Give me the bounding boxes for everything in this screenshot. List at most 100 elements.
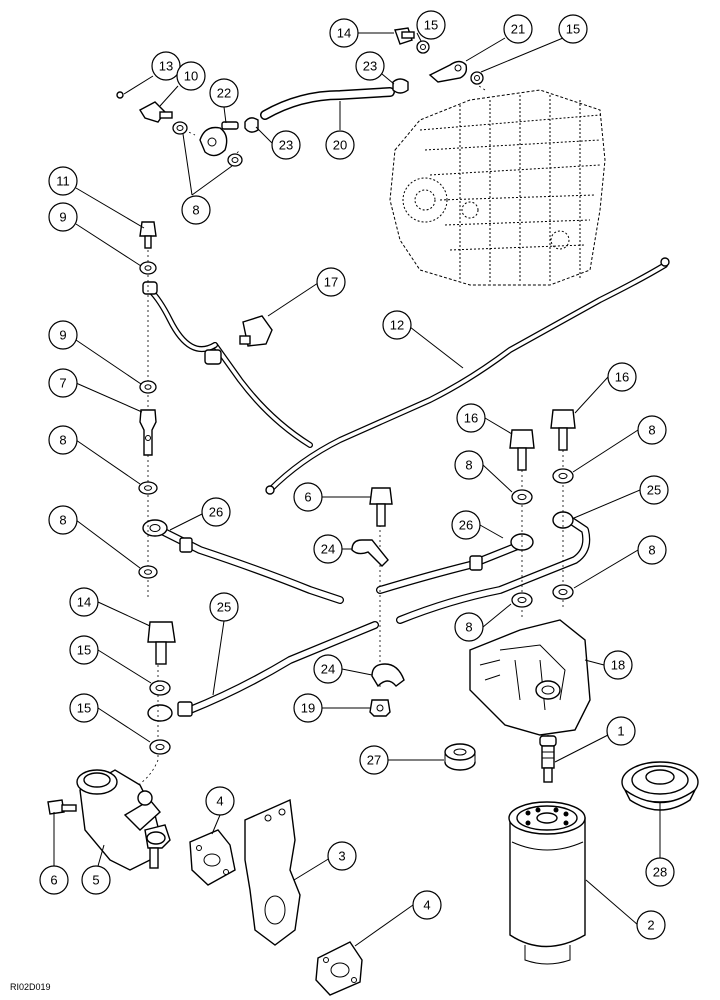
callout-25: 25 — [639, 475, 669, 505]
callout-16: 16 — [456, 403, 486, 433]
fuel-hoses — [142, 511, 591, 722]
callout-9: 9 — [48, 320, 78, 350]
callout-8: 8 — [637, 535, 667, 565]
callout-8: 8 — [48, 425, 78, 455]
clamp-hardware — [351, 487, 405, 717]
svg-text:19: 19 — [301, 701, 315, 716]
callout-20: 20 — [325, 130, 355, 160]
spacer-27 — [444, 743, 476, 771]
svg-text:23: 23 — [279, 138, 293, 153]
svg-text:15: 15 — [566, 22, 580, 37]
callout-15: 15 — [416, 10, 446, 40]
callout-24: 24 — [313, 534, 343, 564]
callout-8: 8 — [454, 450, 484, 480]
callout-7: 7 — [48, 368, 78, 398]
callout-15: 15 — [69, 635, 99, 665]
svg-text:15: 15 — [77, 643, 91, 658]
svg-text:9: 9 — [59, 210, 66, 225]
callout-8: 8 — [454, 612, 484, 642]
sensor-17 — [239, 315, 273, 347]
svg-text:28: 28 — [653, 865, 667, 880]
svg-text:6: 6 — [50, 873, 57, 888]
svg-text:9: 9 — [59, 328, 66, 343]
callout-25: 25 — [209, 592, 239, 622]
callout-26: 26 — [451, 510, 481, 540]
svg-text:8: 8 — [465, 620, 472, 635]
svg-text:14: 14 — [337, 26, 351, 41]
callout-19: 19 — [293, 693, 323, 723]
filter-bowl-28 — [621, 761, 699, 811]
svg-text:20: 20 — [333, 138, 347, 153]
callout-14: 14 — [69, 587, 99, 617]
svg-text:8: 8 — [59, 513, 66, 528]
svg-text:8: 8 — [648, 423, 655, 438]
svg-text:16: 16 — [464, 411, 478, 426]
callout-6: 6 — [39, 865, 69, 895]
callout-1: 1 — [606, 716, 636, 746]
return-hose — [260, 87, 395, 120]
svg-text:3: 3 — [338, 849, 345, 864]
callout-4: 4 — [205, 786, 235, 816]
svg-text:8: 8 — [648, 543, 655, 558]
callout-26: 26 — [201, 497, 231, 527]
svg-text:26: 26 — [209, 505, 223, 520]
svg-text:27: 27 — [367, 753, 381, 768]
callout-24: 24 — [313, 654, 343, 684]
callout-16: 16 — [607, 362, 637, 392]
callout-12: 12 — [382, 310, 412, 340]
callout-15: 15 — [558, 14, 588, 44]
svg-text:7: 7 — [59, 376, 66, 391]
callout-8: 8 — [637, 415, 667, 445]
callout-4: 4 — [412, 890, 442, 920]
callout-23: 23 — [355, 51, 385, 81]
svg-text:8: 8 — [192, 203, 199, 218]
callout-8: 8 — [48, 505, 78, 535]
svg-text:4: 4 — [423, 898, 430, 913]
fuel-leak-off-line — [142, 257, 670, 495]
callout-15: 15 — [69, 693, 99, 723]
svg-text:14: 14 — [77, 595, 91, 610]
svg-text:24: 24 — [321, 542, 335, 557]
svg-text:26: 26 — [459, 518, 473, 533]
svg-text:12: 12 — [390, 318, 404, 333]
drain-valve — [539, 735, 557, 783]
callout-22: 22 — [209, 78, 239, 108]
svg-text:1: 1 — [617, 724, 624, 739]
callout-9: 9 — [48, 202, 78, 232]
callout-2: 2 — [636, 910, 666, 940]
svg-text:6: 6 — [304, 490, 311, 505]
svg-text:21: 21 — [511, 22, 525, 37]
callout-17: 17 — [316, 267, 346, 297]
left-banjo-stack — [138, 221, 158, 579]
callout-8: 8 — [181, 195, 211, 225]
right-banjo-stacks — [509, 409, 576, 608]
svg-text:4: 4 — [216, 794, 223, 809]
reference-code: RI02D019 — [10, 982, 51, 992]
svg-text:18: 18 — [611, 658, 625, 673]
lift-pump — [47, 769, 171, 871]
callout-3: 3 — [327, 841, 357, 871]
callout-14: 14 — [329, 18, 359, 48]
callout-27: 27 — [359, 745, 389, 775]
svg-text:11: 11 — [56, 174, 70, 189]
callout-6: 6 — [293, 482, 323, 512]
callout-23: 23 — [271, 130, 301, 160]
svg-text:17: 17 — [324, 275, 338, 290]
svg-text:22: 22 — [217, 86, 231, 101]
svg-text:5: 5 — [92, 873, 99, 888]
callout-10: 10 — [176, 61, 206, 91]
lower-banjo-stack — [147, 621, 176, 755]
svg-text:25: 25 — [647, 483, 661, 498]
svg-text:8: 8 — [59, 433, 66, 448]
injection-pump — [389, 79, 606, 286]
top-fittings — [116, 27, 484, 167]
callout-18: 18 — [603, 650, 633, 680]
callout-28: 28 — [645, 857, 675, 887]
svg-text:16: 16 — [615, 370, 629, 385]
gaskets-and-bracket — [189, 798, 363, 996]
callout-13: 13 — [151, 51, 181, 81]
callout-5: 5 — [81, 865, 111, 895]
svg-text:25: 25 — [217, 600, 231, 615]
svg-text:24: 24 — [321, 662, 335, 677]
